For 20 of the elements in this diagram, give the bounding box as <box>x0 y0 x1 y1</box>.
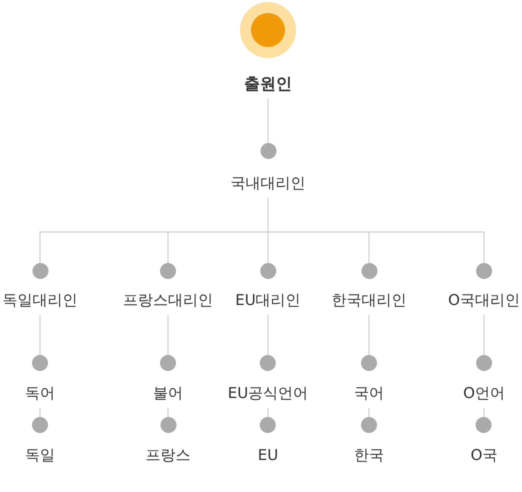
node-label: 독일대리인 <box>2 290 78 310</box>
node-label: 독일 <box>25 445 55 465</box>
node-label: 불어 <box>153 383 183 403</box>
connector-line <box>368 314 370 356</box>
node-label: 독어 <box>25 383 55 403</box>
node-label: EU <box>258 445 278 465</box>
node-label: 국내대리인 <box>230 173 306 193</box>
connector-line <box>268 198 484 264</box>
node-label: 프랑스 <box>146 445 190 465</box>
node-label: O국 <box>470 445 498 465</box>
node-label: 한국대리인 <box>332 290 406 310</box>
node-label: EU공식언어 <box>228 383 308 403</box>
node-label: O국대리인 <box>448 290 520 310</box>
node-label: 한국 <box>354 445 384 465</box>
node-label: 국어 <box>354 383 384 403</box>
connector-line <box>368 408 370 418</box>
node-label: EU대리인 <box>235 290 301 310</box>
node-label: O언어 <box>463 383 505 403</box>
node-label: 프랑스대리인 <box>123 290 213 310</box>
node-label: 출원인 <box>244 74 292 94</box>
